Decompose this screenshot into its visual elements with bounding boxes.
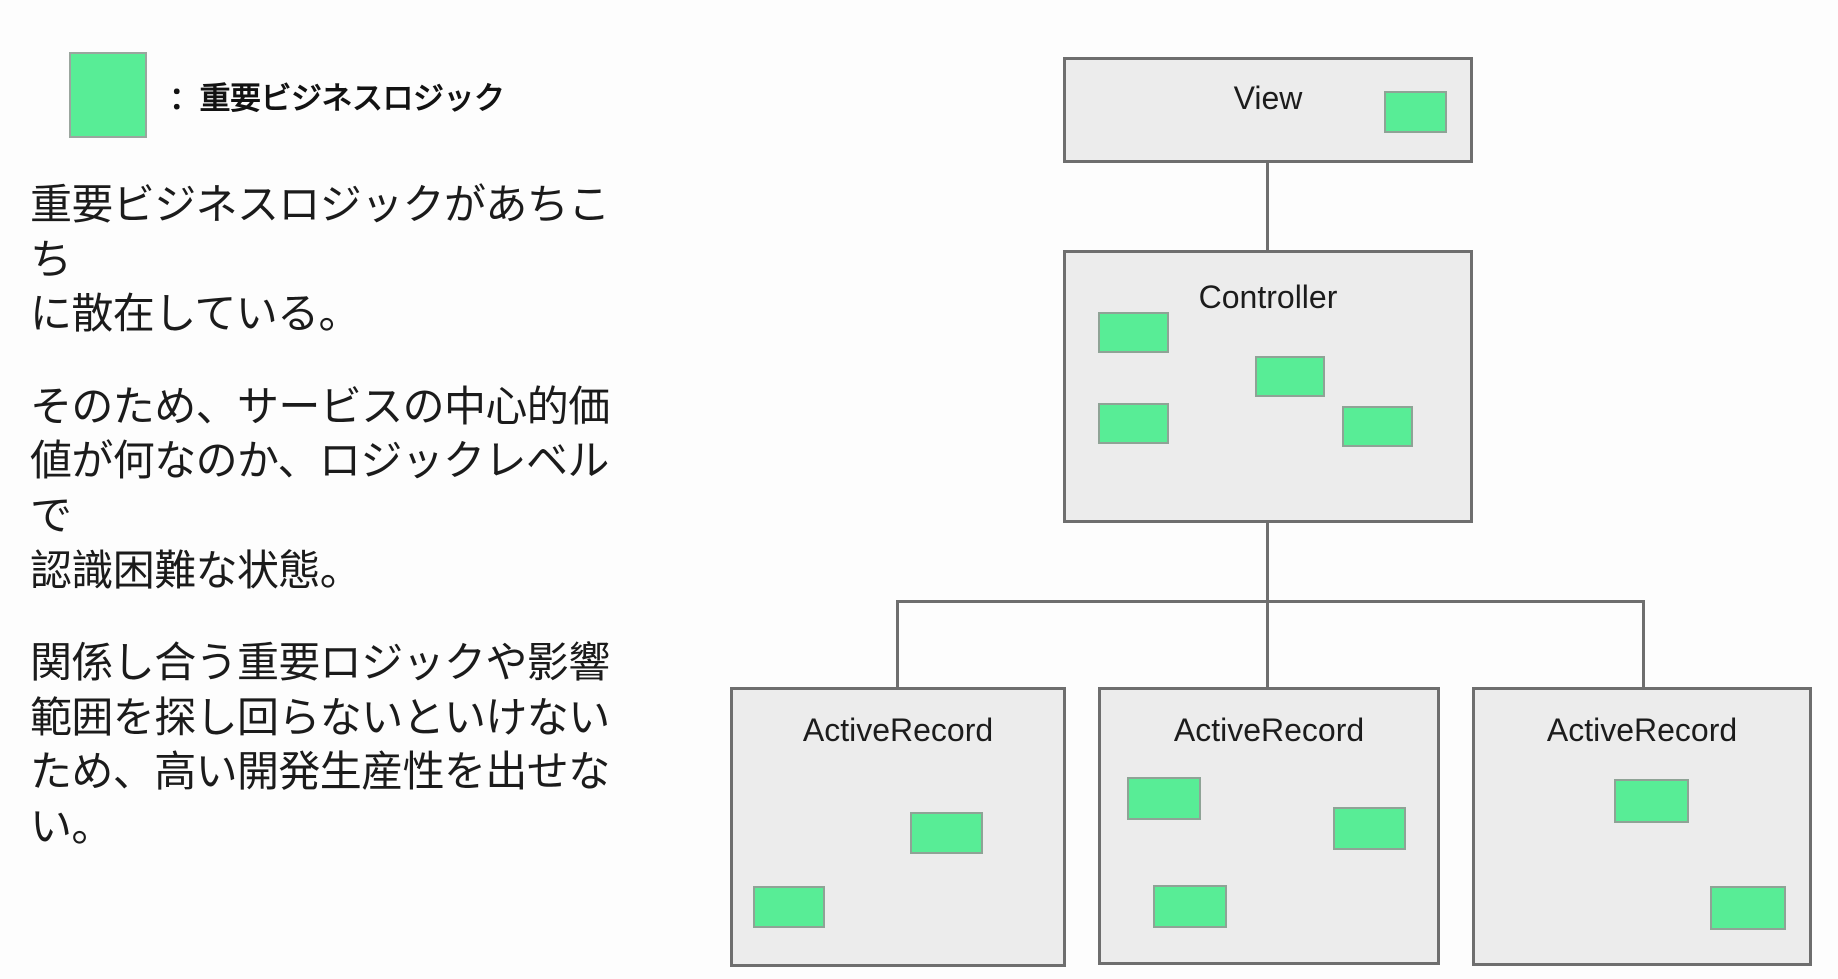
node-title-controller: Controller	[1198, 279, 1338, 315]
node-title-active-record-3: ActiveRecord	[1546, 712, 1738, 748]
connector-bus-to-ar1	[896, 600, 899, 687]
connector-bus-horizontal	[896, 600, 1645, 603]
legend-label: ：重要ビジネスロジック	[169, 80, 505, 116]
business-logic-chip-active-record-1-1	[910, 812, 983, 854]
legend-swatch-icon	[69, 52, 147, 138]
paragraph-1: 重要ビジネスロジックがあちこち に散在している。	[30, 181, 610, 338]
node-title-view: View	[1233, 80, 1303, 116]
business-logic-chip-active-record-3-1	[1614, 779, 1689, 823]
paragraph-2: そのため、サービスの中心的価 値が何なのか、ロジックレベルで 認識困難な状態。	[30, 382, 610, 594]
connector-view-to-controller	[1266, 163, 1269, 250]
business-logic-chip-active-record-1-2	[753, 886, 825, 928]
paragraph-3: 関係し合う重要ロジックや影響 範囲を探し回らないといけない ため、高い開発生産性…	[30, 639, 610, 850]
node-title-active-record-2: ActiveRecord	[1173, 712, 1365, 748]
business-logic-chip-controller-2	[1255, 356, 1325, 397]
business-logic-chip-view-1	[1384, 91, 1447, 133]
legend: ：重要ビジネスロジック	[69, 52, 505, 138]
business-logic-chip-controller-1	[1098, 312, 1169, 353]
business-logic-chip-controller-4	[1342, 406, 1413, 447]
business-logic-chip-active-record-2-2	[1333, 807, 1406, 850]
business-logic-chip-active-record-2-3	[1153, 885, 1227, 928]
node-title-active-record-1: ActiveRecord	[802, 712, 994, 748]
business-logic-chip-active-record-3-2	[1710, 886, 1786, 930]
business-logic-chip-controller-3	[1098, 403, 1169, 444]
description-text-block: 重要ビジネスロジックがあちこち に散在している。 そのため、サービスの中心的価 …	[30, 178, 640, 855]
connector-controller-drop	[1266, 523, 1269, 687]
business-logic-chip-active-record-2-1	[1127, 777, 1201, 820]
connector-bus-to-ar3	[1642, 600, 1645, 687]
